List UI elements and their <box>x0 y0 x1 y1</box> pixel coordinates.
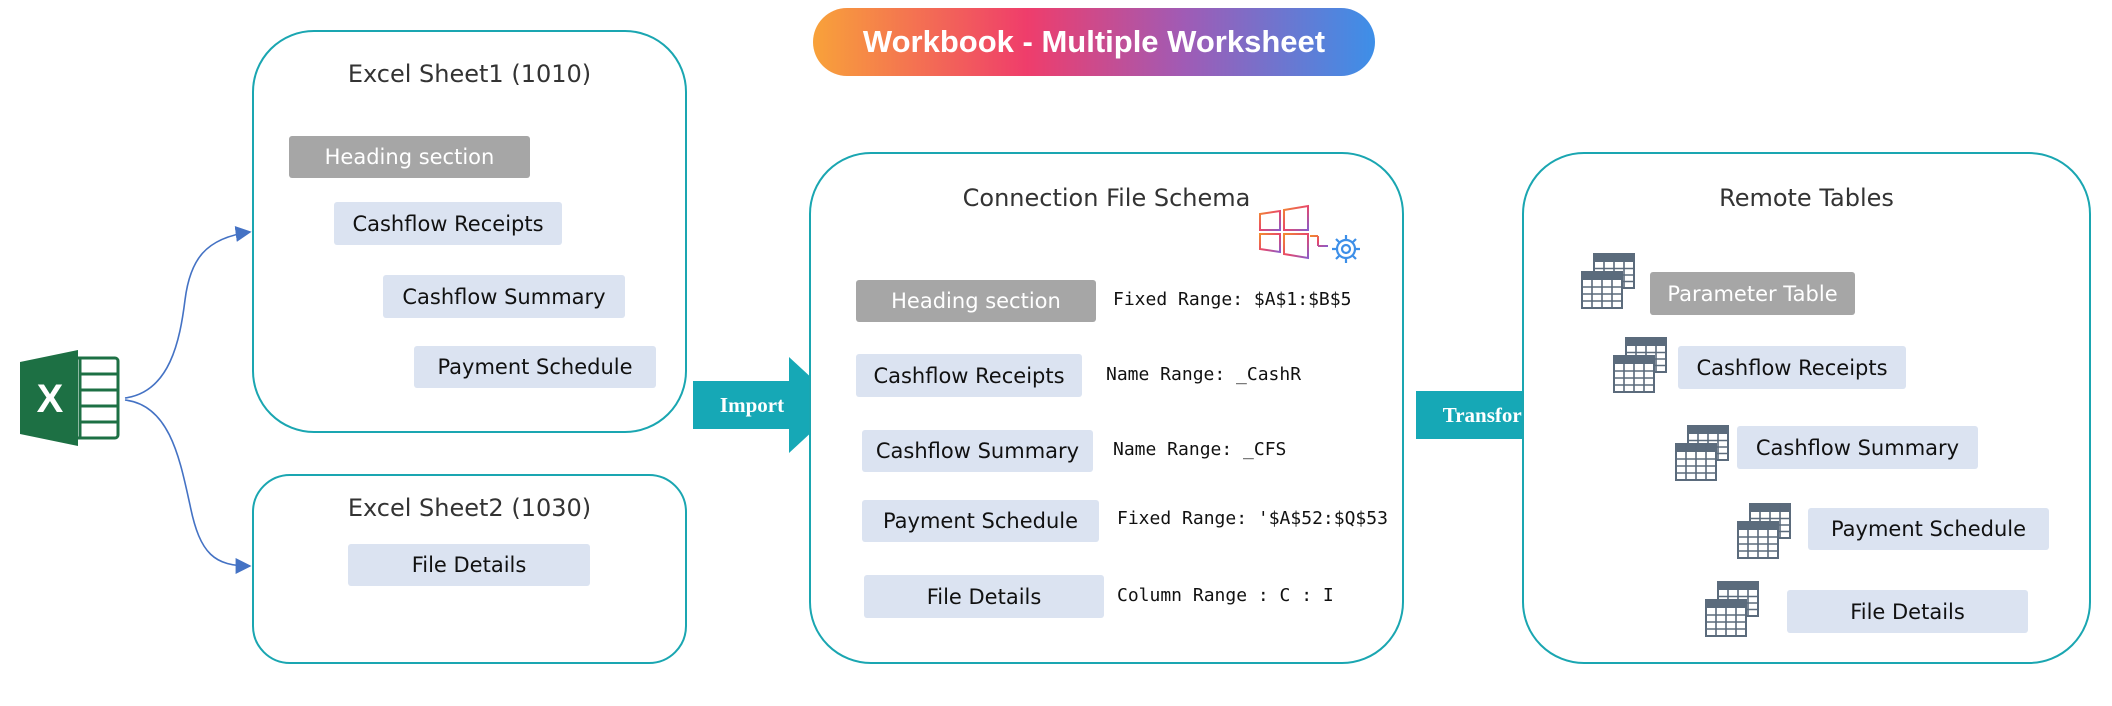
sheet1-heading-section: Heading section <box>289 136 530 178</box>
diagram-title: Workbook - Multiple Worksheet <box>813 8 1375 76</box>
schema-heading-section: Heading section <box>856 280 1096 322</box>
table-icon <box>1581 253 1635 309</box>
remote-file-details: File Details <box>1787 590 2028 633</box>
svg-text:X: X <box>37 377 64 421</box>
import-label: Import <box>719 392 785 417</box>
schema-panel: Connection File Schema <box>809 152 1404 664</box>
sheet1-title: Excel Sheet1 (1010) <box>347 60 592 88</box>
remote-payment-schedule: Payment Schedule <box>1808 508 2049 550</box>
schema-payment-schedule: Payment Schedule <box>862 500 1099 542</box>
schema-receipts-range: Name Range: _CashR <box>1106 364 1302 385</box>
sheet1-cashflow-summary: Cashflow Summary <box>383 275 625 318</box>
remote-panel: Remote Tables <box>1522 152 2091 664</box>
schema-summary-range: Name Range: _CFS <box>1113 439 1287 460</box>
sheet1-payment-schedule: Payment Schedule <box>414 346 656 388</box>
connector-to-sheet1 <box>124 225 252 399</box>
windows-gear-icon <box>1259 204 1360 263</box>
schema-payment-range: Fixed Range: '$A$52:$Q$53 <box>1117 508 1388 529</box>
sheet2-title: Excel Sheet2 (1030) <box>347 494 592 522</box>
sheet2-file-details: File Details <box>348 544 590 586</box>
schema-file-details-range: Column Range : C : I <box>1117 585 1334 606</box>
import-arrow <box>693 357 841 453</box>
remote-parameter-table: Parameter Table <box>1650 272 1855 315</box>
schema-title: Connection File Schema <box>962 184 1251 212</box>
remote-title: Remote Tables <box>1719 184 1894 212</box>
table-icon <box>1613 337 1667 393</box>
schema-cashflow-summary: Cashflow Summary <box>862 430 1093 472</box>
sheet1-cashflow-receipts: Cashflow Receipts <box>334 202 562 245</box>
remote-cashflow-summary: Cashflow Summary <box>1737 426 1978 469</box>
table-icon <box>1675 425 1729 481</box>
connector-lines <box>124 225 252 574</box>
schema-cashflow-receipts: Cashflow Receipts <box>856 354 1082 397</box>
schema-file-details: File Details <box>864 575 1104 618</box>
remote-cashflow-receipts: Cashflow Receipts <box>1678 346 1906 389</box>
table-icon <box>1737 503 1791 559</box>
schema-heading-range: Fixed Range: $A$1:$B$5 <box>1113 289 1352 310</box>
table-icon <box>1705 581 1759 637</box>
connector-to-sheet2 <box>124 399 252 574</box>
excel-icon: X <box>20 350 120 446</box>
